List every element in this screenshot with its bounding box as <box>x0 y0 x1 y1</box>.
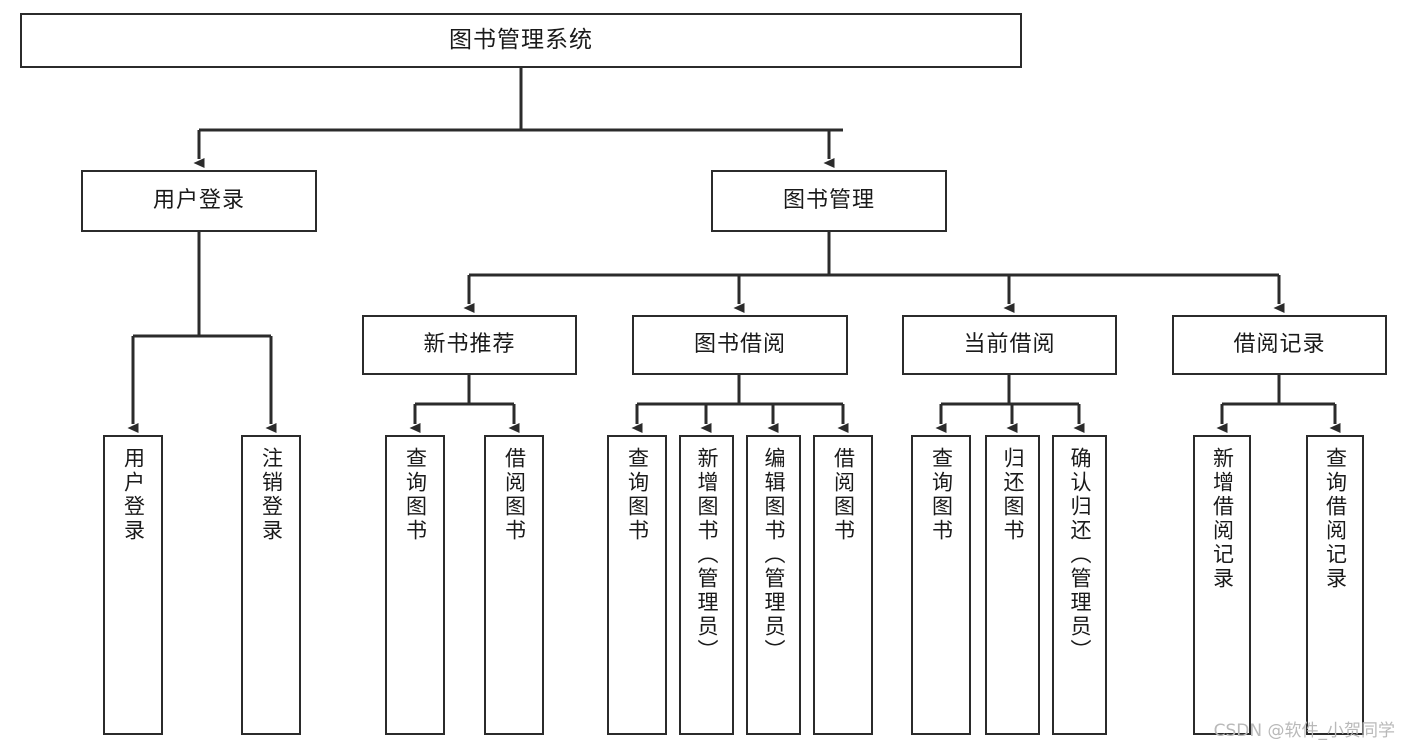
node-label: 图书借阅 <box>693 332 786 358</box>
leaf-current-query-book: 查询图书 <box>911 435 971 735</box>
node-label: 图书管理系统 <box>449 27 593 54</box>
node-user-login: 用户登录 <box>81 170 317 232</box>
node-label: 新增图书（管理员） <box>695 447 719 663</box>
node-label: 当前借阅 <box>963 332 1056 358</box>
node-label: 借阅记录 <box>1233 332 1326 358</box>
node-book-borrow: 图书借阅 <box>632 315 848 375</box>
node-label: 查询借阅记录 <box>1323 447 1348 591</box>
leaf-record-query-borrow-record: 查询借阅记录 <box>1306 435 1364 735</box>
node-label: 图书管理 <box>782 188 875 214</box>
node-label: 用户登录 <box>121 447 146 543</box>
leaf-user-login: 用户登录 <box>103 435 163 735</box>
leaf-recommend-borrow-book: 借阅图书 <box>484 435 544 735</box>
leaf-borrow-add-book-admin: 新增图书（管理员） <box>679 435 734 735</box>
node-label: 查询图书 <box>403 447 428 543</box>
node-label: 用户登录 <box>152 188 245 214</box>
leaf-borrow-query-book: 查询图书 <box>607 435 667 735</box>
node-label: 查询图书 <box>929 447 954 543</box>
node-label: 注销登录 <box>259 447 284 543</box>
leaf-current-confirm-return-admin: 确认归还（管理员） <box>1052 435 1107 735</box>
node-label: 查询图书 <box>625 447 650 543</box>
leaf-record-add-borrow-record: 新增借阅记录 <box>1193 435 1251 735</box>
csdn-watermark: CSDN @软件_小贺同学 <box>1213 721 1395 741</box>
leaf-user-logout: 注销登录 <box>241 435 301 735</box>
node-label: 新增借阅记录 <box>1210 447 1235 591</box>
node-book-admin: 图书管理 <box>711 170 947 232</box>
node-label: 借阅图书 <box>831 447 856 543</box>
leaf-borrow-edit-book-admin: 编辑图书（管理员） <box>746 435 801 735</box>
node-borrow-record: 借阅记录 <box>1172 315 1387 375</box>
node-root-system: 图书管理系统 <box>20 13 1022 68</box>
leaf-recommend-query-book: 查询图书 <box>385 435 445 735</box>
node-current-borrow: 当前借阅 <box>902 315 1117 375</box>
node-label: 确认归还（管理员） <box>1068 447 1092 663</box>
node-label: 借阅图书 <box>502 447 527 543</box>
node-label: 归还图书 <box>1001 447 1025 543</box>
node-label: 编辑图书（管理员） <box>762 447 786 663</box>
leaf-current-return-book: 归还图书 <box>985 435 1040 735</box>
node-new-book-recommendation: 新书推荐 <box>362 315 577 375</box>
leaf-borrow-borrow-book: 借阅图书 <box>813 435 873 735</box>
node-label: 新书推荐 <box>423 332 516 358</box>
